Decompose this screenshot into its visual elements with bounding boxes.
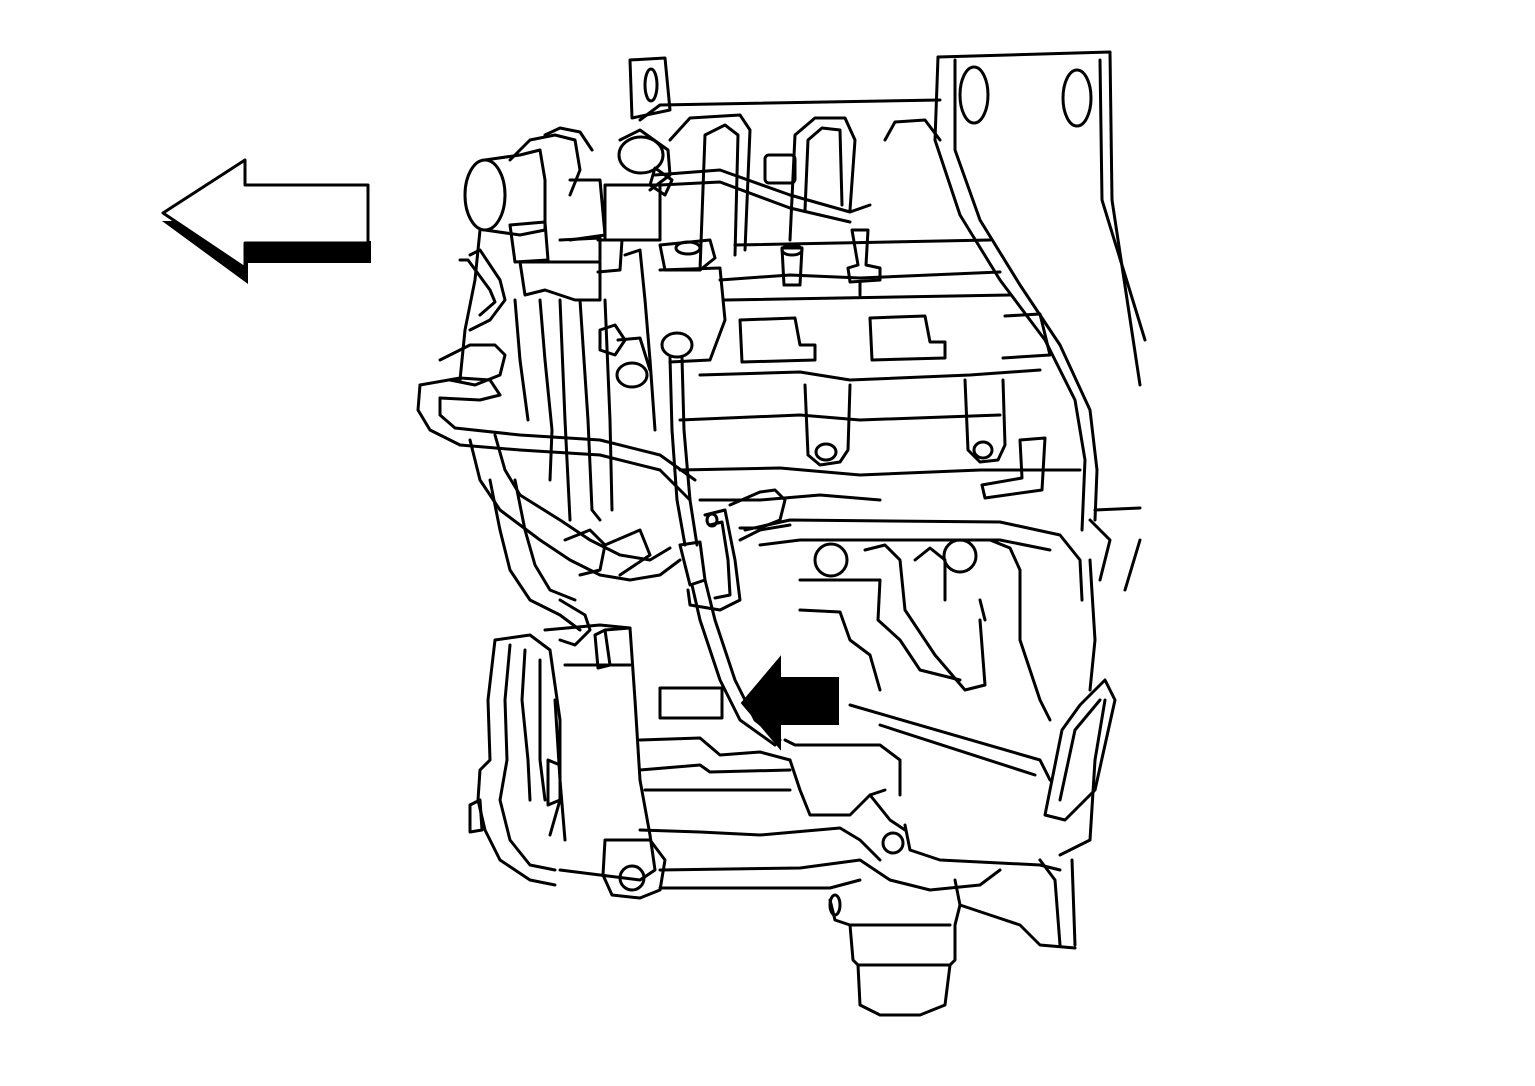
lower-mount-boss <box>601 838 667 900</box>
dipstick-tube-bracket <box>686 488 792 612</box>
egr-valve <box>596 183 727 364</box>
upper-mount-tab <box>628 56 672 120</box>
crankshaft-pulley <box>468 633 562 887</box>
exhaust-manifold <box>743 518 1084 782</box>
heat-shield <box>1043 558 1117 857</box>
intake-manifold <box>638 98 1012 302</box>
callout-arrow-icon <box>740 655 839 751</box>
oil-dipstick <box>660 331 782 747</box>
spark-plug-wells <box>803 378 1047 500</box>
oil-filter <box>828 893 962 1017</box>
front-direction-arrow-icon <box>161 158 371 284</box>
engine-mount-bracket <box>933 50 1147 532</box>
bracket-slot-right <box>1061 68 1093 128</box>
top-sensor-cluster <box>617 128 882 297</box>
bracket-slot-left <box>958 65 990 125</box>
coolant-hose-lower <box>468 433 682 647</box>
throttle-body <box>463 126 607 302</box>
cylinder-head <box>678 466 1142 592</box>
engine-block <box>638 736 1077 950</box>
component-location-box-icon <box>658 686 724 720</box>
ignition-coil-row <box>678 312 1052 422</box>
left-block-body <box>458 228 657 522</box>
